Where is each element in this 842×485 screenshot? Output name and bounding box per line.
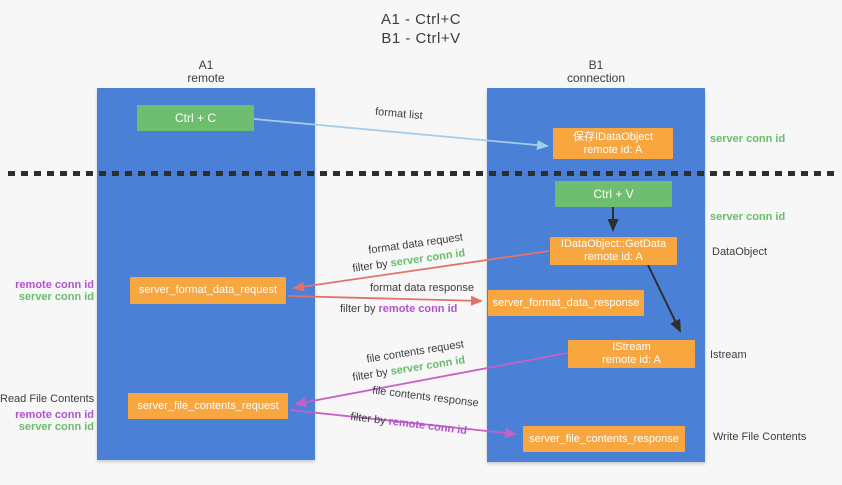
- label-format-list: format list: [374, 105, 424, 123]
- label-istream: Istream: [710, 349, 747, 361]
- node-server-file-contents-request: server_file_contents_request: [128, 393, 288, 419]
- node-save-idataobject-line2: remote id: A: [583, 143, 643, 156]
- label-write-file-contents: Write File Contents: [713, 431, 807, 443]
- node-idataobject-getdata-line2: remote id: A: [584, 251, 643, 263]
- label-format-data-response: format data response: [370, 282, 474, 294]
- label-filter-by-remote-conn-id-2: filter by remote conn id: [350, 411, 468, 437]
- node-server-file-contents-request-label: server_file_contents_request: [137, 399, 279, 412]
- label-file-contents-response: file contents response: [371, 384, 480, 410]
- column-header-a1-line1: A1: [198, 58, 214, 72]
- node-ctrl-v: Ctrl + V: [555, 181, 672, 207]
- label-filter-by-text: filter by: [351, 365, 392, 384]
- node-idataobject-getdata: IDataObject::GetData remote id: A: [550, 237, 677, 265]
- label-filter-by-text: filter by: [349, 410, 390, 428]
- label-filter-by-remote-conn-id-1: filter by remote conn id: [340, 303, 457, 315]
- label-remote-conn-id-left-2: remote conn id: [15, 409, 94, 421]
- label-remote-conn-id-text: remote conn id: [387, 415, 468, 438]
- node-ctrl-v-label: Ctrl + V: [593, 186, 634, 201]
- column-header-b1-connection: B1 connection: [487, 59, 705, 85]
- node-idataobject-getdata-line1: IDataObject::GetData: [560, 238, 667, 250]
- diagram-title: A1 - Ctrl+C B1 - Ctrl+V: [0, 10, 842, 48]
- node-ctrl-c: Ctrl + C: [137, 105, 254, 131]
- node-server-file-contents-response: server_file_contents_response: [523, 426, 685, 452]
- label-server-conn-id-right-mid: server conn id: [710, 211, 786, 223]
- node-istream-line1: IStream: [612, 341, 651, 353]
- column-header-b1-line2: connection: [566, 71, 626, 85]
- label-remote-conn-id-left-1: remote conn id: [15, 279, 94, 291]
- node-server-format-data-response: server_format_data_response: [488, 290, 644, 316]
- column-header-a1-line2: remote: [187, 71, 225, 85]
- node-istream: IStream remote id: A: [568, 340, 695, 368]
- label-filter-by-text: filter by: [351, 257, 392, 275]
- node-server-format-data-request: server_format_data_request: [130, 277, 286, 304]
- label-read-file-contents: Read File Contents: [0, 393, 95, 405]
- label-remote-conn-id-text: remote conn id: [378, 303, 458, 315]
- arrow-format-data-response: [287, 295, 483, 306]
- node-server-file-contents-response-label: server_file_contents_response: [529, 432, 679, 445]
- node-ctrl-c-label: Ctrl + C: [174, 110, 216, 125]
- column-header-b1-line1: B1: [588, 58, 604, 72]
- label-server-conn-id-left-1: server conn id: [18, 291, 94, 303]
- node-server-format-data-response-label: server_format_data_response: [492, 296, 640, 309]
- session-divider-dotted-line: [8, 171, 834, 176]
- label-filter-by-text: filter by: [340, 303, 379, 315]
- column-header-a1-remote: A1 remote: [97, 59, 315, 85]
- node-save-idataobject: 保存IDataObject remote id: A: [553, 128, 673, 159]
- node-server-format-data-request-label: server_format_data_request: [138, 284, 278, 296]
- label-server-conn-id-left-2: server conn id: [18, 421, 94, 433]
- node-istream-line2: remote id: A: [602, 354, 661, 366]
- label-conn-ids-left-bottom: remote conn id server conn id: [6, 409, 94, 433]
- node-save-idataobject-line1: 保存IDataObject: [572, 130, 654, 143]
- title-line-b1: B1 - Ctrl+V: [381, 30, 461, 47]
- label-conn-ids-left-top: remote conn id server conn id: [6, 279, 94, 303]
- label-dataobject: DataObject: [712, 246, 768, 258]
- label-server-conn-id-right-top: server conn id: [710, 133, 786, 145]
- title-line-a1: A1 - Ctrl+C: [380, 11, 462, 28]
